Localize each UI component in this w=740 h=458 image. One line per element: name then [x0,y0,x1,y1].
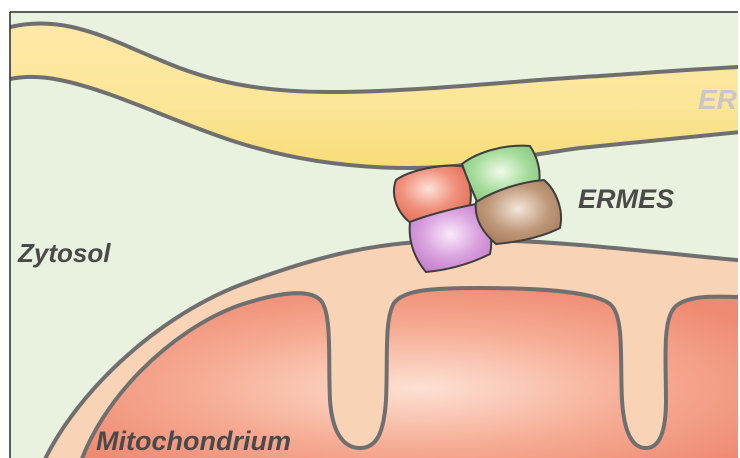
er-label: ER [698,84,738,115]
ermes-label: ERMES [578,184,674,214]
cytosol-label: Zytosol [17,238,111,268]
mitochondrium-label: Mitochondrium [96,426,291,456]
